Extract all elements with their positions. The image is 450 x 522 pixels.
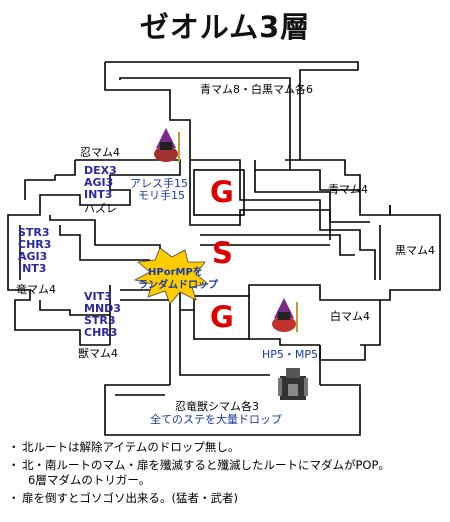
note-text: 北ルートは解除アイテムのドロップ無し。 xyxy=(22,440,240,454)
mage-monster-icon xyxy=(154,128,180,162)
top-room-label: 青マム8・白黒マム各6 xyxy=(200,83,313,96)
hazure-label: ハズレ xyxy=(84,202,117,215)
map-walls xyxy=(7,61,441,436)
beast-stat-2: MND3 xyxy=(84,302,121,315)
ninja-mam-label: 忍マム4 xyxy=(80,146,120,159)
note-subtext: 6層マダムのトリガー。 xyxy=(28,473,151,487)
beast-stat-1: VIT3 xyxy=(84,290,112,303)
notes-list: ・北ルートは解除アイテムのドロップ無し。 ・北・南ルートのマム・扉を殲滅すると殲… xyxy=(8,440,390,509)
ares-drop-label: アレス手15 xyxy=(130,177,188,190)
note-item: ・北ルートは解除アイテムのドロップ無し。 xyxy=(8,440,390,455)
mage-monster-icon xyxy=(272,298,298,332)
start-marker: S xyxy=(212,236,233,270)
ninja-stat-2: AGI3 xyxy=(84,176,114,189)
white-mam-label: 白マム4 xyxy=(330,310,370,323)
left-stat-1: STR3 xyxy=(18,226,50,239)
burst-shape xyxy=(133,247,209,305)
bullet: ・ xyxy=(8,440,20,454)
mori-drop-label: モリ手15 xyxy=(138,189,185,202)
burst-line-2: ランダムドロップ xyxy=(138,280,218,291)
left-stat-4: INT3 xyxy=(18,262,47,275)
beast-stat-4: CHR3 xyxy=(84,326,118,339)
goal-marker-north: G xyxy=(210,175,234,209)
ninja-stat-1: DEX3 xyxy=(84,164,117,177)
goal-marker-south: G xyxy=(210,300,234,334)
door-monster-icon xyxy=(278,368,308,400)
note-item: ・扉を倒すとゴソゴソ出来る。(猛者・武者) xyxy=(8,491,390,506)
note-item: ・北・南ルートのマム・扉を殲滅すると殲滅したルートにマダムがPOP。6層マダムの… xyxy=(8,458,390,488)
hp-mp-label: HP5・MP5 xyxy=(262,348,319,361)
bullet: ・ xyxy=(8,458,20,472)
note-text: 扉を倒すとゴソゴソ出来る。(猛者・武者) xyxy=(22,491,238,505)
black-mam-label: 黒マム4 xyxy=(395,244,435,257)
ninja-stat-3: INT3 xyxy=(84,188,113,201)
burst-line-1: HPorMPを xyxy=(148,267,203,278)
bottom-room-label: 忍竜獣シマム各3 xyxy=(175,400,259,413)
beast-stat-3: STR3 xyxy=(84,314,116,327)
bullet: ・ xyxy=(8,491,20,505)
dragon-mam-label: 竜マム4 xyxy=(16,283,56,296)
left-stat-3: AGI3 xyxy=(18,250,48,263)
page-title: ゼオルム3層 xyxy=(139,10,311,44)
beast-mam-label: 獣マム4 xyxy=(78,347,118,360)
left-stat-2: CHR3 xyxy=(18,238,52,251)
note-text: 北・南ルートのマム・扉を殲滅すると殲滅したルートにマダムがPOP。 xyxy=(22,458,390,472)
bottom-room-drop-label: 全てのステを大量ドロップ xyxy=(150,413,282,426)
blue-mam-label: 青マム4 xyxy=(328,183,368,196)
